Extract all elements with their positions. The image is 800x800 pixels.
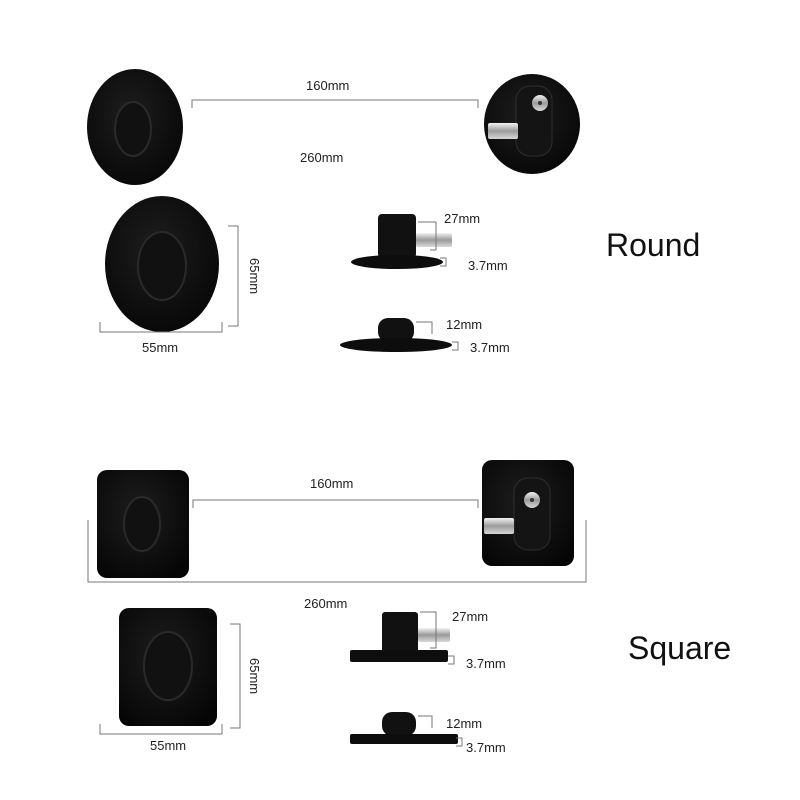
round-pad-height-label: 65mm: [247, 258, 262, 295]
round-knob-base-label: 3.7mm: [470, 340, 510, 355]
keyhole-icon: [530, 498, 534, 502]
square-lock-base-line: [448, 655, 455, 665]
round-knob-height-label: 12mm: [446, 317, 483, 332]
square-lock-base-label: 3.7mm: [466, 656, 506, 671]
round-lock-base-line: [440, 257, 447, 267]
keyhole-icon: [538, 101, 542, 105]
round-pad-front: [60, 196, 219, 332]
round-lock-height-label: 27mm: [444, 211, 481, 226]
square-pad-width-label: 55mm: [150, 738, 187, 753]
square-pad-width-line: [99, 724, 223, 735]
square-knob-base-label: 3.7mm: [466, 740, 506, 755]
square-knob-base-line: [456, 737, 463, 747]
round-pad-width-line: [99, 322, 223, 333]
square-knob-height-line: [418, 715, 433, 728]
square-gap-dimension-line: [192, 499, 479, 508]
round-lock-unit: [484, 74, 580, 174]
round-knob-profile: [255, 318, 452, 352]
section-title-square: Square: [628, 630, 732, 666]
square-left-pad: [97, 470, 189, 578]
square-pad-height-line: [230, 623, 241, 729]
square-lock-profile: [350, 612, 530, 662]
round-gap-dimension-line: [191, 99, 479, 108]
round-knob-base-line: [452, 341, 459, 351]
square-cable-dimension-line: [87, 520, 587, 583]
round-pad-height-line: [228, 225, 239, 327]
square-lock-height-line: [420, 611, 437, 649]
round-gap-label: 160mm: [306, 78, 350, 93]
square-pad-front: [62, 608, 217, 726]
square-lock-unit: [482, 460, 574, 566]
round-knob-height-line: [416, 321, 433, 334]
square-section: [62, 460, 587, 747]
square-gap-label: 160mm: [310, 476, 354, 491]
round-pad-width-label: 55mm: [142, 340, 179, 355]
section-title-round: Round: [606, 227, 701, 263]
round-lock-height-line: [418, 221, 437, 251]
square-pad-height-label: 65mm: [247, 658, 262, 695]
round-left-pad: [87, 69, 183, 185]
square-knob-height-label: 12mm: [446, 716, 483, 731]
round-section: [60, 69, 580, 352]
square-cable-label: 260mm: [304, 596, 348, 611]
square-knob-profile: [255, 712, 458, 744]
square-lock-height-label: 27mm: [452, 609, 489, 624]
round-cable-label: 260mm: [300, 150, 344, 165]
round-lock-profile: [351, 214, 535, 269]
round-lock-base-label: 3.7mm: [468, 258, 508, 273]
